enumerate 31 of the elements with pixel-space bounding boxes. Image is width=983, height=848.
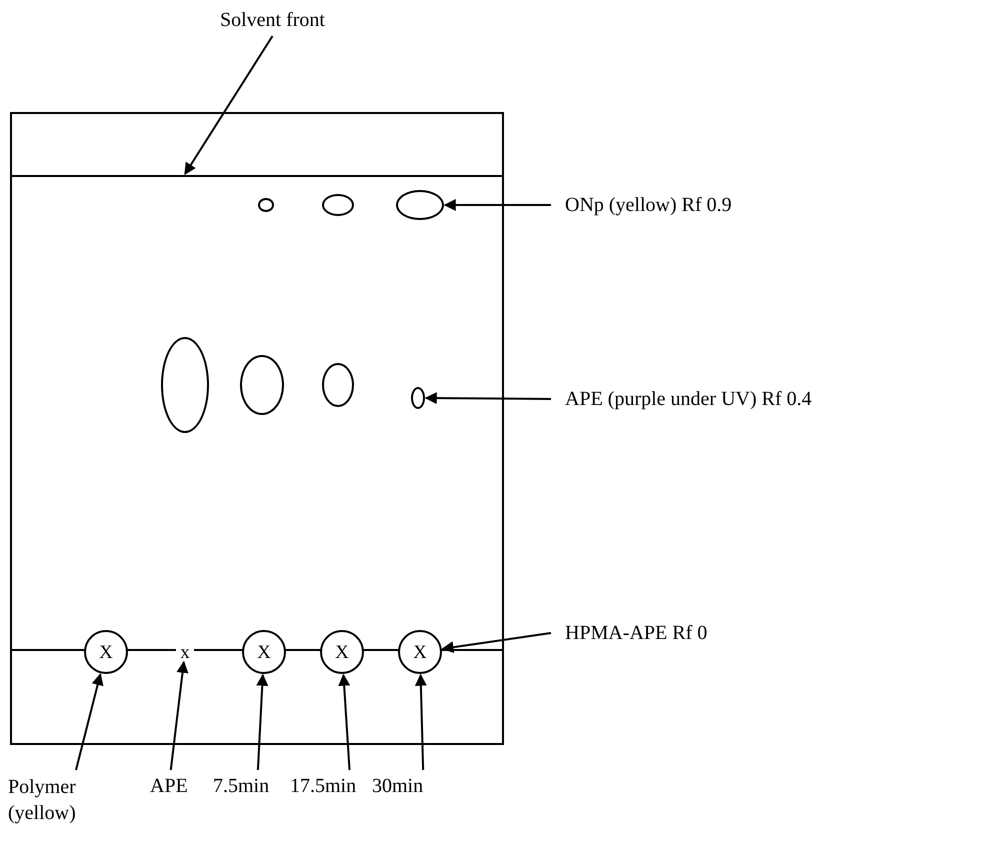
arrow <box>414 674 427 770</box>
spot <box>258 198 274 212</box>
label: 30min <box>372 774 424 798</box>
arrow <box>75 673 104 770</box>
sample-spot: X <box>84 630 128 674</box>
label: Polymer (yellow) <box>8 774 88 826</box>
label: APE <box>150 774 188 798</box>
arrow <box>184 35 274 176</box>
spot <box>161 337 209 433</box>
label: HPMA-APE Rf 0 <box>565 621 708 645</box>
sample-spot: X <box>242 630 286 674</box>
label: 17.5min <box>290 774 356 798</box>
arrow <box>256 674 268 770</box>
solvent-front-line <box>12 175 502 177</box>
arrow <box>424 392 551 404</box>
arrow <box>338 674 351 770</box>
label: APE (purple under UV) Rf 0.4 <box>565 387 812 411</box>
spot <box>322 363 354 407</box>
sample-spot: X <box>320 630 364 674</box>
arrow <box>170 660 188 770</box>
sample-spot: X <box>398 630 442 674</box>
label: ONp (yellow) Rf 0.9 <box>565 193 732 217</box>
arrow <box>442 632 552 654</box>
label: 7.5min <box>213 774 270 798</box>
tlc-plate <box>10 112 504 745</box>
spot <box>396 190 444 220</box>
arrow <box>444 199 551 211</box>
spot <box>240 355 284 415</box>
spot <box>322 194 354 216</box>
label: Solvent front <box>220 8 325 32</box>
spot <box>411 387 425 409</box>
